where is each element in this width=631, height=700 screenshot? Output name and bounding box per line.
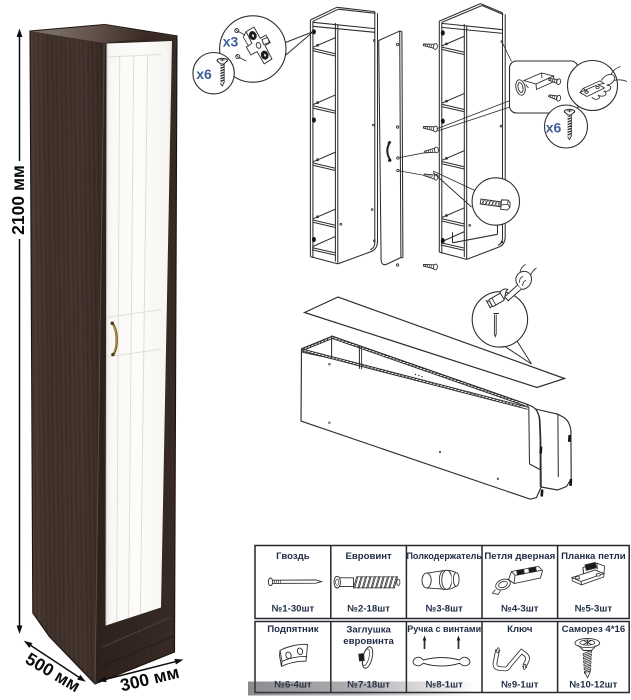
svg-text:Ручка с винтами: Ручка с винтами	[407, 624, 481, 634]
svg-text:№9-1шт: №9-1шт	[501, 680, 539, 691]
svg-text:Евровинт: Евровинт	[345, 551, 392, 562]
svg-text:Саморез 4*16: Саморез 4*16	[562, 624, 626, 635]
svg-text:Гвоздь: Гвоздь	[276, 551, 310, 562]
svg-text:Заглушка: Заглушка	[346, 625, 391, 636]
svg-text:x6: x6	[546, 120, 562, 136]
svg-text:евровинта: евровинта	[343, 636, 394, 647]
svg-text:№3-8шт: №3-8шт	[426, 604, 464, 615]
svg-text:Подпятник: Подпятник	[267, 624, 319, 635]
svg-text:Планка петли: Планка петли	[561, 551, 626, 562]
svg-text:2100 мм: 2100 мм	[8, 165, 28, 235]
svg-text:x6: x6	[196, 66, 212, 82]
svg-text:№5-3шт: №5-3шт	[575, 604, 613, 615]
svg-text:№1-30шт: №1-30шт	[272, 604, 315, 615]
svg-text:Петля дверная: Петля дверная	[484, 551, 555, 562]
svg-text:Ключ: Ключ	[507, 624, 532, 635]
svg-text:Полкодержатель: Полкодержатель	[406, 551, 482, 561]
svg-text:№4-3шт: №4-3шт	[501, 604, 539, 615]
svg-text:№10-12шт: №10-12шт	[569, 680, 617, 691]
svg-text:x3: x3	[223, 34, 239, 50]
svg-text:№2-18шт: №2-18шт	[347, 604, 390, 615]
